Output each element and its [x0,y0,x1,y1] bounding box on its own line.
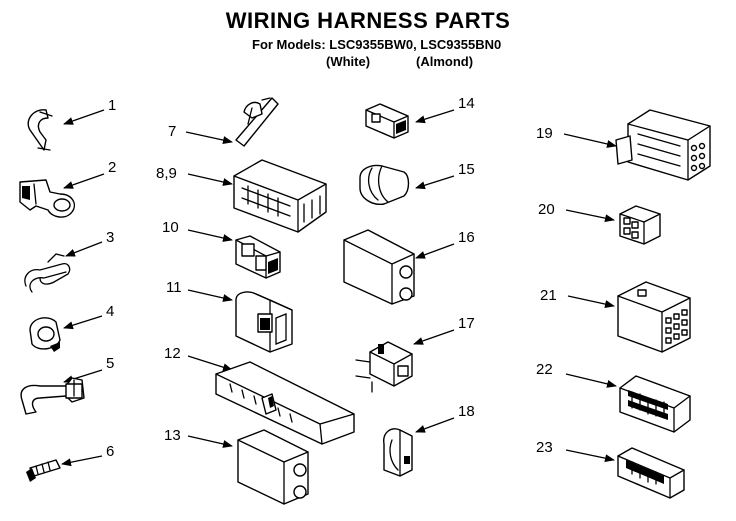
part-11-callout: 11 [166,279,233,302]
part-8-9-connector-housing [233,159,327,233]
callout-number-19: 19 [536,125,553,142]
part-18-callout: 18 [415,403,475,433]
part-15-callout: 15 [415,161,475,190]
part-5-strap-clamp [20,377,85,415]
part-22-pin-header [619,375,691,433]
callout-number-7: 7 [168,123,176,140]
part-7-terminal-strip [235,97,279,147]
callout-number-10: 10 [162,219,179,236]
part-17-terminal-block [355,341,413,393]
leader-arrow-2 [63,173,105,189]
part-4-callout: 4 [63,303,114,330]
part-19-multi-pin-connector [615,109,711,181]
part-16-connector [343,229,415,305]
diagram-header: WIRING HARNESS PARTS For Models: LSC9355… [0,0,736,78]
leader-arrow-3 [65,241,103,257]
callout-number-1: 1 [108,97,116,114]
leader-arrow-16 [415,243,455,259]
leader-arrow-13 [187,435,233,448]
callout-number-4: 4 [106,303,114,320]
part-21-square-connector [617,281,691,353]
leader-arrow-11 [187,289,233,302]
leader-arrow-20 [565,209,615,223]
part-10-callout: 10 [162,219,233,242]
leader-arrow-23 [565,449,615,463]
leader-arrow-1 [63,109,105,125]
leader-arrow-15 [415,175,455,190]
part-19-callout: 19 [536,125,617,148]
leader-arrow-21 [567,295,615,308]
callout-number-3: 3 [106,229,114,246]
callout-number-16: 16 [458,229,475,246]
part-1-wire-clip [27,109,53,151]
leader-arrow-19 [563,133,617,148]
part-23-flat-connector [617,447,685,499]
leader-arrow-7 [185,131,233,144]
callout-number-6: 6 [106,443,114,460]
callout-number-18: 18 [458,403,475,420]
part-13-connector [237,429,309,505]
callout-number-14: 14 [458,95,475,112]
leader-arrow-8-9 [187,173,233,186]
part-8-9-callout: 8,9 [156,165,233,186]
diagram-title: WIRING HARNESS PARTS [225,8,511,33]
part-3-callout: 3 [65,229,114,257]
callout-number-5: 5 [106,355,114,372]
part-17-callout: 17 [413,315,475,345]
part-10-connector [235,235,281,279]
part-2-callout: 2 [63,159,116,189]
part-12-callout: 12 [164,345,233,372]
part-23-callout: 23 [536,439,615,463]
callout-number-21: 21 [540,287,557,304]
variant-white-label: (White) [326,54,371,69]
part-11-connector [235,291,293,353]
part-18-clip [383,428,413,477]
variant-almond-label: (Almond) [416,54,474,69]
part-3-spring-clip [24,253,71,293]
leader-arrow-12 [187,355,233,372]
callout-number-8-9: 8,9 [156,165,177,182]
part-12-long-connector [215,361,355,445]
leader-arrow-14 [415,109,455,124]
part-7-callout: 7 [168,123,233,144]
callout-number-15: 15 [458,161,475,178]
callout-number-20: 20 [538,201,555,218]
leader-arrow-6 [61,455,103,467]
part-22-callout: 22 [536,361,617,388]
leader-arrow-22 [565,373,617,388]
part-16-callout: 16 [415,229,475,259]
leader-arrow-10 [187,229,233,242]
callout-number-17: 17 [458,315,475,332]
part-13-callout: 13 [164,427,233,448]
callout-number-22: 22 [536,361,553,378]
part-14-callout: 14 [415,95,475,124]
part-20-small-block [619,205,661,245]
leader-arrow-4 [63,315,103,330]
callout-number-13: 13 [164,427,181,444]
part-14-small-connector [365,103,409,139]
part-15-sleeve [359,164,410,205]
callout-number-2: 2 [108,159,116,176]
part-20-callout: 20 [538,201,615,223]
part-21-callout: 21 [540,287,615,308]
models-line: For Models: LSC9355BW0, LSC9355BN0 [252,37,502,52]
callout-number-11: 11 [166,279,182,296]
part-6-callout: 6 [61,443,114,467]
part-1-callout: 1 [63,97,116,125]
leader-arrow-17 [413,329,455,345]
callout-number-12: 12 [164,345,181,362]
part-4-grommet [29,317,61,352]
part-6-screw [26,459,61,482]
leader-arrow-18 [415,417,455,433]
part-2-clamp [19,179,76,218]
callout-number-23: 23 [536,439,553,456]
